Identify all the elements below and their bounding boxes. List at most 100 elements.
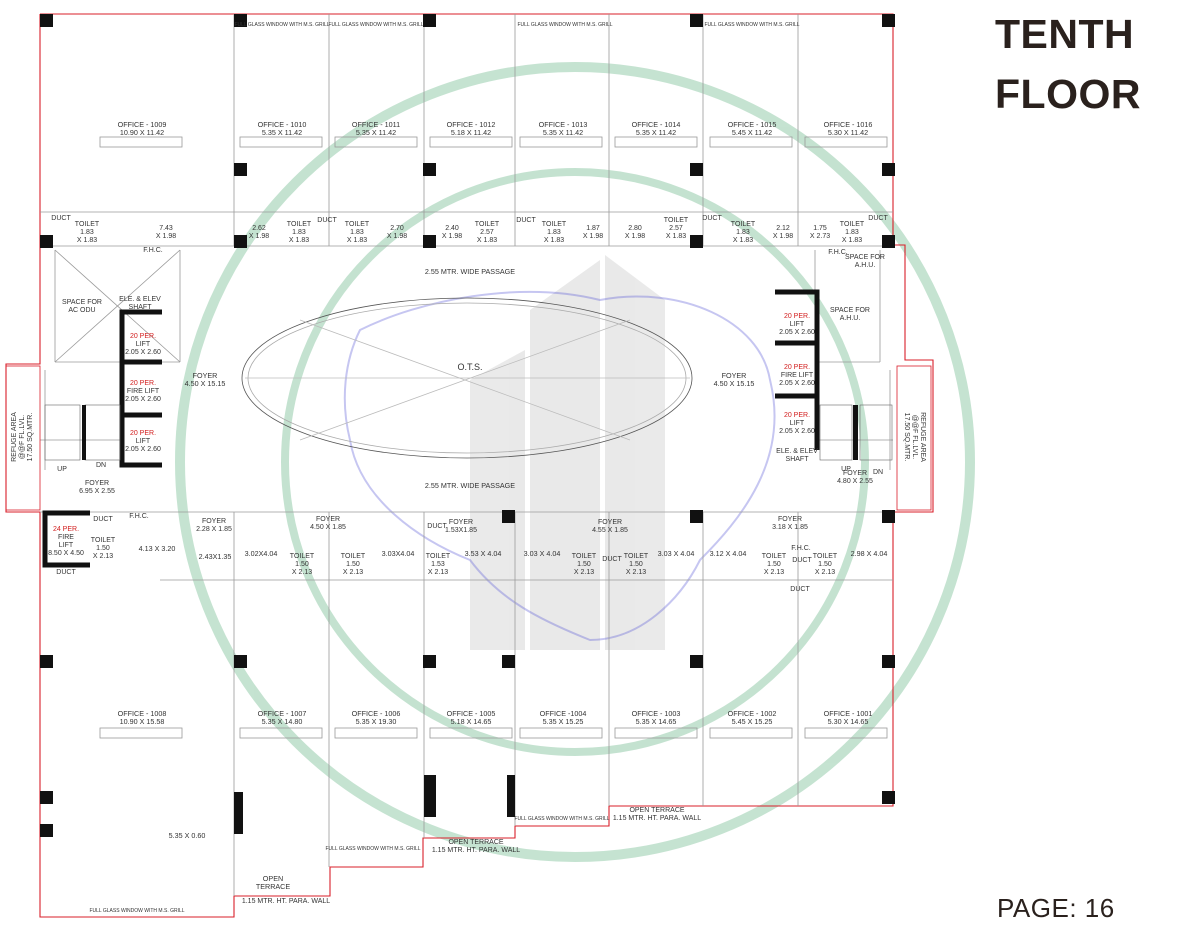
window-note: FULL GLASS WINDOW WITH M.S. GRILL [517, 22, 613, 28]
column [690, 163, 703, 176]
column [234, 655, 247, 668]
passage-bottom-label: 2.55 MTR. WIDE PASSAGE [424, 481, 516, 490]
room-size-label: 3.03 X 4.04 [657, 549, 695, 558]
toilet-label: TOILET 1.50 X 2.13 [90, 537, 116, 560]
column [423, 235, 436, 248]
column [882, 235, 895, 248]
column [502, 510, 515, 523]
duct-label: DUCT [868, 215, 888, 222]
column [234, 14, 247, 27]
lift-cores [42, 289, 820, 568]
toilet-label: TOILET 1.83 X 1.83 [74, 221, 100, 244]
page-number: PAGE: 16 [997, 893, 1115, 923]
toilet-label: TOILET 1.50 X 2.13 [571, 553, 597, 576]
open-terrace-label: OPEN TERRACE [255, 874, 291, 891]
room-size-label: 3.03 X 4.04 [523, 549, 561, 558]
foyer-label: FOYER 1.53X1.85 [445, 519, 477, 534]
toilet-label: TOILET 1.53 X 2.13 [425, 553, 451, 576]
toilet-label: TOILET 1.83 X 1.83 [839, 221, 865, 244]
ele-shaft-label: ELE. & ELEV SHAFT [119, 296, 161, 311]
floor-title-line-2: FLOOR [995, 71, 1141, 117]
toilet-label: TOILET 1.50 X 2.13 [812, 553, 838, 576]
window-note: FULL GLASS WINDOW WITH M.S. GRILL [704, 22, 800, 28]
watermark-building-icon [470, 255, 665, 650]
duct-label: DUCT [702, 215, 722, 222]
refuge-area-label: REFUGE AREA @@F FL.LVL. 17.50 SQ.MTR. [903, 412, 926, 462]
column [882, 14, 895, 27]
foyer-label: FOYER 4.50 X 1.85 [310, 516, 346, 531]
column [423, 14, 436, 27]
space-label: 1.87 X 1.98 [582, 225, 604, 240]
floor-title: TENTH FLOOR [995, 4, 1141, 124]
column [882, 655, 895, 668]
toilet-label: TOILET 1.83 X 1.83 [541, 221, 567, 244]
toilet-label: TOILET 2.57 X 1.83 [663, 217, 689, 240]
fhc-label: F.H.C. [143, 247, 163, 254]
duct-label: DUCT [602, 556, 622, 563]
ele-shaft-label: ELE. & ELEV SHAFT [776, 448, 818, 463]
duct-label: DUCT [516, 217, 536, 224]
foyer-stair-right-label: FOYER 4.80 X 2.55 [837, 470, 873, 485]
window-note: FULL GLASS WINDOW WITH M.S. GRILL [234, 22, 330, 28]
column [882, 791, 895, 804]
toilet-label: TOILET 1.50 X 2.13 [761, 553, 787, 576]
space-label: 2.62 X 1.98 [248, 225, 270, 240]
column [882, 510, 895, 523]
space-label: 7.43 X 1.98 [155, 225, 177, 240]
column [40, 235, 53, 248]
space-ahu-label: SPACE FOR A.H.U. [830, 307, 870, 322]
refuge-area-label: REFUGE AREA @@F FL.LVL. 17.50 SQ.MTR. [11, 412, 34, 462]
toilet-label: TOILET 1.83 X 1.83 [730, 221, 756, 244]
interior-walls [40, 14, 893, 896]
room-size-label: 3.03X4.04 [381, 549, 415, 558]
stair-dn-label: DN [872, 469, 884, 476]
room-size-label: 4.13 X 3.20 [138, 544, 176, 553]
foyer-label: FOYER 3.18 X 1.85 [772, 516, 808, 531]
ots-label: O.T.S. [457, 362, 483, 372]
foyer-label: FOYER 2.28 X 1.85 [196, 518, 232, 533]
room-size-label: 3.02X4.04 [244, 549, 278, 558]
column [690, 655, 703, 668]
column [502, 655, 515, 668]
passage-top-label: 2.55 MTR. WIDE PASSAGE [424, 267, 516, 276]
toilet-label: TOILET 1.50 X 2.13 [289, 553, 315, 576]
foyer-stair-left-label: FOYER 6.95 X 2.55 [79, 480, 115, 495]
fhc-label: F.H.C. [791, 545, 811, 552]
space-label: 2.70 X 1.98 [386, 225, 408, 240]
column [690, 510, 703, 523]
space-label: 2.12 X 1.98 [772, 225, 794, 240]
foyer-right-label: FOYER 4.50 X 15.15 [713, 371, 755, 388]
floor-title-line-1: TENTH [995, 11, 1135, 57]
column [690, 235, 703, 248]
watermark-map-outline [343, 291, 776, 642]
stair-up-label: UP [841, 466, 851, 473]
stair-dn-label: DN [95, 462, 107, 469]
rera-watermark [175, 62, 975, 862]
toilet-label: TOILET 1.50 X 2.13 [340, 553, 366, 576]
room-size-label: 3.12 X 4.04 [709, 549, 747, 558]
duct-label: DUCT [51, 215, 71, 222]
column [234, 163, 247, 176]
fhc-label: F.H.C. [129, 513, 149, 520]
duct-label: DUCT [792, 557, 812, 564]
